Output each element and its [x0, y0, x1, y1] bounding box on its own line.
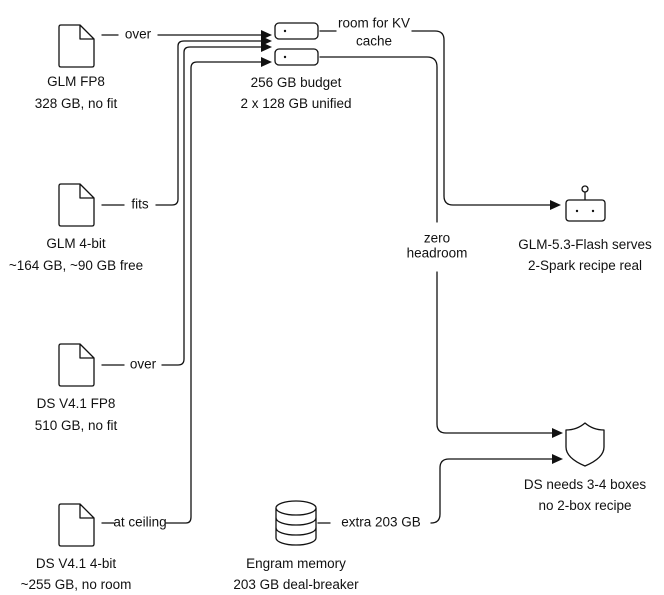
arrowhead — [552, 428, 563, 438]
edge-budget-to-ds-boxes — [319, 56, 563, 438]
database-icon — [275, 500, 317, 546]
node-sublabel: 2 x 128 GB unified — [240, 96, 351, 111]
node-sublabel: 203 GB deal-breaker — [233, 577, 359, 592]
edge-engram-to-ds-boxes — [317, 454, 563, 524]
node-sublabel: 328 GB, no fit — [35, 96, 118, 111]
edge-label-room-for-kv: room for KV — [338, 16, 410, 31]
edge-label-over: over — [130, 357, 157, 372]
node-label: Engram memory — [246, 556, 346, 571]
node-label: 256 GB budget — [251, 75, 342, 90]
node-label: DS V4.1 4-bit — [36, 556, 117, 571]
arrowhead — [261, 42, 272, 52]
node-ds-4bit: DS V4.1 4-bit ~255 GB, no room — [21, 503, 132, 592]
node-glm-fp8: GLM FP8 328 GB, no fit — [35, 24, 118, 111]
node-sublabel: ~164 GB, ~90 GB free — [9, 258, 143, 273]
node-engram: Engram memory 203 GB deal-breaker — [233, 500, 359, 592]
node-sublabel: no 2-box recipe — [538, 498, 631, 513]
node-label: DS V4.1 FP8 — [37, 396, 116, 411]
document-icon — [58, 24, 95, 68]
document-icon — [58, 183, 95, 227]
edge-budget-to-glm-flash — [319, 30, 561, 210]
edge-label-headroom: headroom — [407, 246, 468, 261]
edge-label-zero: zero — [424, 231, 450, 246]
edge-label-at-ceiling: at ceiling — [113, 515, 166, 530]
node-label: GLM 4-bit — [46, 236, 106, 251]
robot-icon — [565, 185, 606, 222]
node-sublabel: ~255 GB, no room — [21, 577, 132, 592]
arrowhead — [550, 200, 561, 210]
document-icon — [58, 343, 95, 387]
node-budget: 256 GB budget 2 x 128 GB unified — [240, 22, 352, 111]
edge-label-over: over — [125, 27, 152, 42]
shield-icon — [565, 422, 605, 467]
arrowhead — [552, 454, 563, 464]
node-label: GLM FP8 — [47, 74, 105, 89]
edge-ds-fp8-to-budget — [101, 42, 272, 366]
node-label: DS needs 3-4 boxes — [524, 477, 647, 492]
document-icon — [58, 503, 95, 547]
node-sublabel: 2-Spark recipe real — [528, 258, 642, 273]
arrowhead — [261, 57, 272, 67]
edge-ds-4bit-to-budget — [101, 57, 272, 524]
edge-label-fits: fits — [131, 197, 149, 212]
node-glm-flash: GLM-5.3-Flash serves 2-Spark recipe real — [518, 185, 652, 273]
node-glm-4bit: GLM 4-bit ~164 GB, ~90 GB free — [9, 183, 143, 273]
server-rack-icon — [274, 22, 319, 66]
edge-label-cache: cache — [356, 34, 392, 49]
node-label: GLM-5.3-Flash serves — [518, 237, 652, 252]
edge-label-extra-203-gb: extra 203 GB — [341, 515, 421, 530]
node-sublabel: 510 GB, no fit — [35, 418, 118, 433]
node-ds-fp8: DS V4.1 FP8 510 GB, no fit — [35, 343, 118, 433]
node-ds-boxes: DS needs 3-4 boxes no 2-box recipe — [524, 422, 647, 513]
